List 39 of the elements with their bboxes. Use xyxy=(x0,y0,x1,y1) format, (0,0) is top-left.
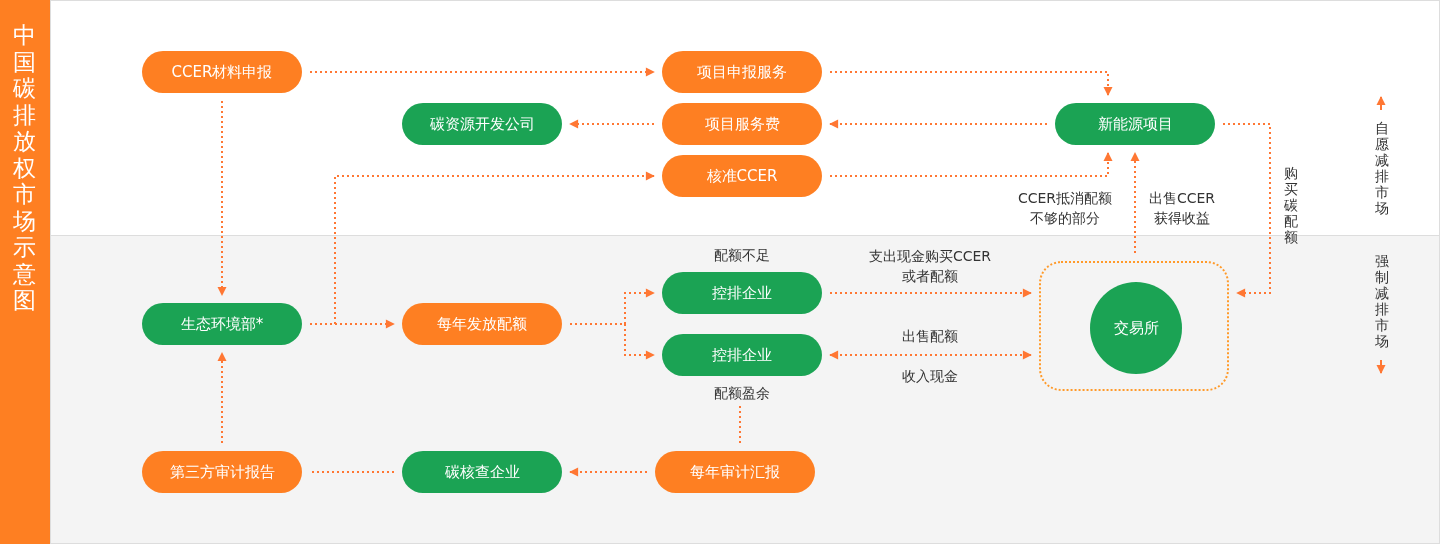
arrow xyxy=(1130,152,1140,254)
process-pill: 核准CCER xyxy=(662,155,822,197)
arrow xyxy=(829,350,1032,360)
edge-label: 支出现金购买CCER或者配额 xyxy=(867,247,993,286)
note-text: 自愿减排市场 xyxy=(1374,120,1390,216)
process-pill: 碳核查企业 xyxy=(402,451,562,493)
arrow xyxy=(829,288,1032,298)
arrow xyxy=(309,67,655,77)
process-pill: 新能源项目 xyxy=(1055,103,1215,145)
edge-label: 购买碳配额 xyxy=(1283,165,1299,245)
connector-line xyxy=(309,471,395,473)
title-bar: 中国碳排放权市场示意图 xyxy=(0,0,50,544)
arrow xyxy=(829,152,1113,177)
note-text: 强制减排市场 xyxy=(1374,253,1390,349)
connector-line xyxy=(739,404,741,444)
edge-label: 出售CCER获得收益 xyxy=(1147,189,1217,228)
arrow xyxy=(569,467,648,477)
process-pill: 每年审计汇报 xyxy=(655,451,815,493)
process-pill: 项目服务费 xyxy=(662,103,822,145)
note-text: 收入现金 xyxy=(901,367,959,386)
process-pill: 项目申报服务 xyxy=(662,51,822,93)
arrow xyxy=(569,119,655,129)
process-pill: CCER材料申报 xyxy=(142,51,302,93)
process-pill: 第三方审计报告 xyxy=(142,451,302,493)
process-pill: 每年发放配额 xyxy=(402,303,562,345)
arrow xyxy=(829,119,1048,129)
arrow xyxy=(569,323,655,360)
edge-label: CCER抵消配额不够的部分 xyxy=(1016,189,1114,228)
note-text: 配额不足 xyxy=(713,246,771,265)
arrow xyxy=(217,352,227,444)
edge-label: 出售配额 xyxy=(901,327,959,346)
process-pill: 碳资源开发公司 xyxy=(402,103,562,145)
arrow xyxy=(1222,123,1271,298)
arrow xyxy=(829,71,1113,96)
arrow xyxy=(309,319,395,329)
dotted-frame xyxy=(1039,261,1229,391)
arrow xyxy=(217,100,227,296)
process-pill: 生态环境部* xyxy=(142,303,302,345)
note-text: 配额盈余 xyxy=(713,384,771,403)
